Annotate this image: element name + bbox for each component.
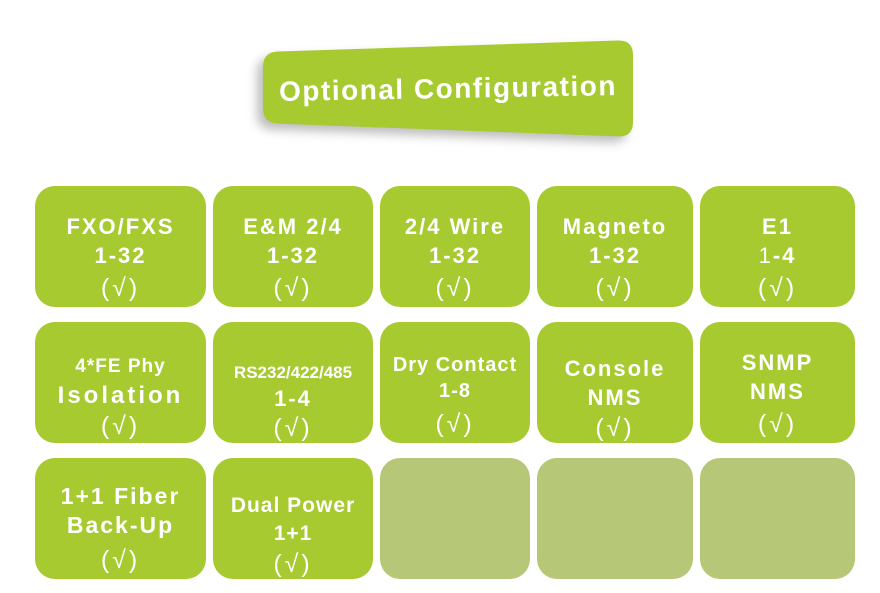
check-mark: (√)	[100, 274, 141, 302]
check-mark: (√)	[595, 274, 635, 302]
card-fxo-fxs: FXO/FXS 1-32 (√)	[35, 186, 206, 307]
check-mark: (√)	[757, 274, 798, 302]
check-mark: (√)	[757, 410, 798, 438]
card-1plus1-fiber-backup: 1+1 Fiber Back-Up (√)	[35, 458, 206, 579]
card-magneto: Magneto 1-32 (√)	[537, 186, 693, 307]
check-mark: (√)	[100, 412, 141, 440]
card-empty-2	[537, 458, 693, 579]
card-line1: Dry Contact	[392, 354, 518, 376]
card-line2: 1-4	[274, 386, 312, 411]
card-line2: 1-32	[94, 243, 147, 268]
card-line2: 1-32	[266, 243, 320, 268]
check-mark: (√)	[273, 274, 313, 302]
card-line2: 1+1	[273, 522, 313, 545]
check-mark: (√)	[435, 274, 475, 302]
check-mark: (√)	[595, 414, 635, 442]
banner-shape-path	[263, 40, 633, 137]
card-snmp-nms: SNMP NMS (√)	[700, 322, 855, 443]
card-console-nms: Console NMS (√)	[537, 322, 693, 443]
card-line1: Magneto	[562, 214, 668, 239]
card-rs232-422-485: RS232/422/485 1-4 (√)	[213, 322, 373, 443]
card-4fe-phy-isolation: 4*FE Phy Isolation (√)	[35, 322, 206, 443]
card-line1: SNMP	[741, 350, 814, 375]
card-line2: 1-8	[439, 380, 471, 402]
card-line2: Back-Up	[66, 512, 175, 538]
card-line2: 1-4	[759, 241, 797, 270]
card-em-2-4: E&M 2/4 1-32 (√)	[213, 186, 373, 307]
check-mark: (√)	[435, 410, 475, 438]
card-line2: 1-32	[588, 243, 642, 268]
card-dry-contact: Dry Contact 1-8 (√)	[380, 322, 530, 443]
card-dual-power-1plus1: Dual Power 1+1 (√)	[213, 458, 373, 579]
check-mark: (√)	[273, 550, 313, 578]
card-empty-3	[700, 458, 855, 579]
card-line2: NMS	[750, 379, 805, 404]
card-line2: 1-32	[428, 243, 482, 268]
card-2-4-wire: 2/4 Wire 1-32 (√)	[380, 186, 530, 307]
card-line1: RS232/422/485	[233, 363, 353, 382]
card-line1: E1	[762, 214, 793, 239]
card-line2: NMS	[587, 385, 643, 410]
card-line1: 4*FE Phy	[75, 356, 166, 377]
card-line2-light: 1	[758, 243, 773, 268]
card-line1: Dual Power	[230, 494, 356, 517]
banner-title: Optional Configuration	[278, 69, 618, 107]
card-line1: E&M 2/4	[243, 214, 343, 239]
card-line1: FXO/FXS	[66, 214, 175, 239]
banner-shape	[263, 40, 633, 137]
optional-configuration-grid: FXO/FXS 1-32 (√) E&M 2/4 1-32 (√) 2/4 Wi…	[35, 186, 855, 579]
card-e1: E1 1-4 (√)	[700, 186, 855, 307]
card-line2-bold: -4	[772, 243, 797, 268]
optional-configuration-banner: Optional Configuration	[263, 40, 633, 137]
card-line1: 2/4 Wire	[404, 214, 506, 239]
card-empty-1	[380, 458, 530, 579]
card-line2: Isolation	[57, 382, 184, 409]
card-line1: 1+1 Fiber	[60, 483, 181, 509]
check-mark: (√)	[100, 546, 141, 574]
card-line1: Console	[564, 356, 666, 381]
check-mark: (√)	[273, 414, 313, 442]
